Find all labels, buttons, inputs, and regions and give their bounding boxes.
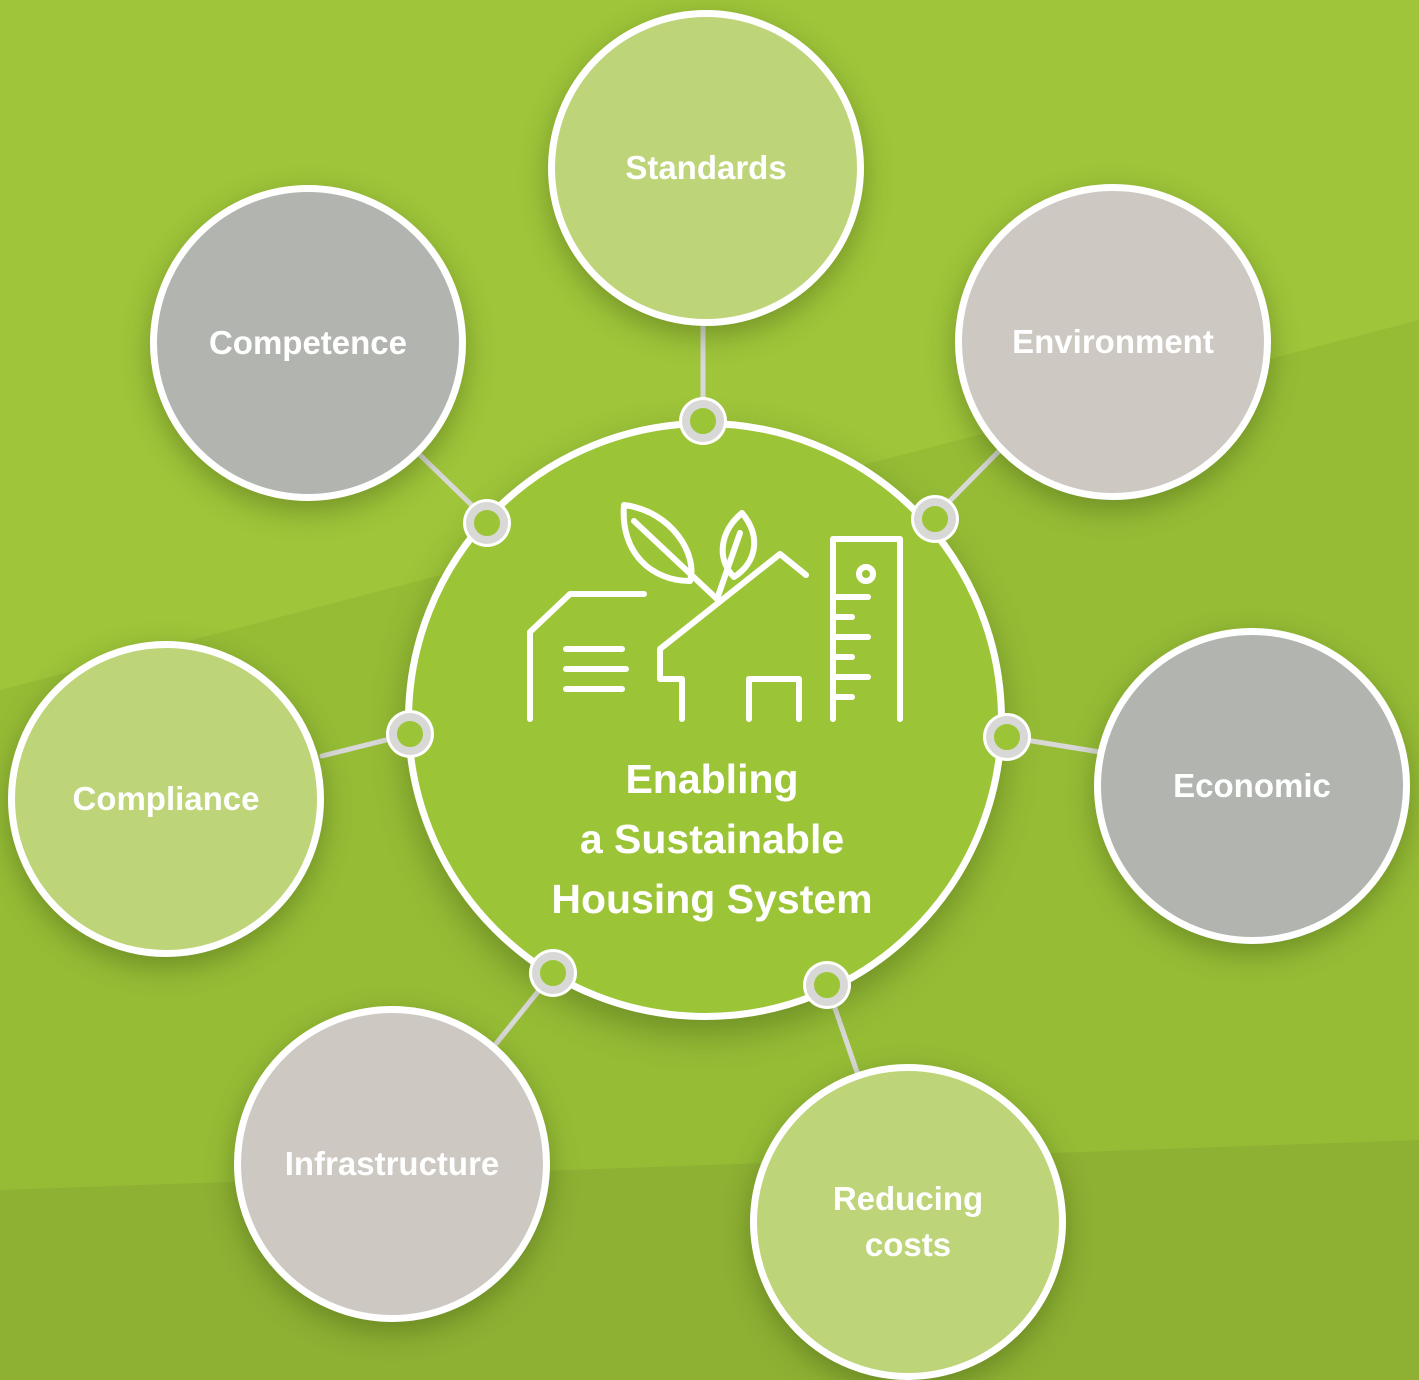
knob-environment	[914, 498, 956, 540]
knob-compliance	[389, 713, 431, 755]
node-infrastructure-label: Infrastructure	[284, 1144, 500, 1182]
node-infrastructure: Infrastructure	[234, 1006, 550, 1322]
knob-reducing-costs	[806, 964, 848, 1006]
node-competence: Competence	[150, 185, 466, 501]
node-compliance: Compliance	[8, 641, 324, 957]
knob-competence	[466, 502, 508, 544]
hub-title: Enabling a Sustainable Housing System	[551, 756, 873, 922]
node-economic: Economic	[1094, 628, 1410, 944]
node-economic-label: Economic	[1173, 766, 1331, 804]
knob-infrastructure	[532, 952, 574, 994]
node-competence-label: Competence	[208, 323, 408, 361]
node-standards: Standards	[548, 10, 864, 326]
node-environment: Environment	[955, 184, 1271, 500]
node-compliance-label: Compliance	[72, 779, 260, 817]
knob-economic	[986, 716, 1028, 758]
node-reducing-costs: Reducing costs	[750, 1064, 1066, 1380]
sustainable-housing-icon	[527, 502, 903, 722]
node-environment-label: Environment	[1012, 322, 1214, 360]
knob-standards	[682, 400, 724, 442]
node-reducing-costs-label: Reducing costs	[832, 1179, 984, 1263]
node-standards-label: Standards	[625, 148, 787, 186]
